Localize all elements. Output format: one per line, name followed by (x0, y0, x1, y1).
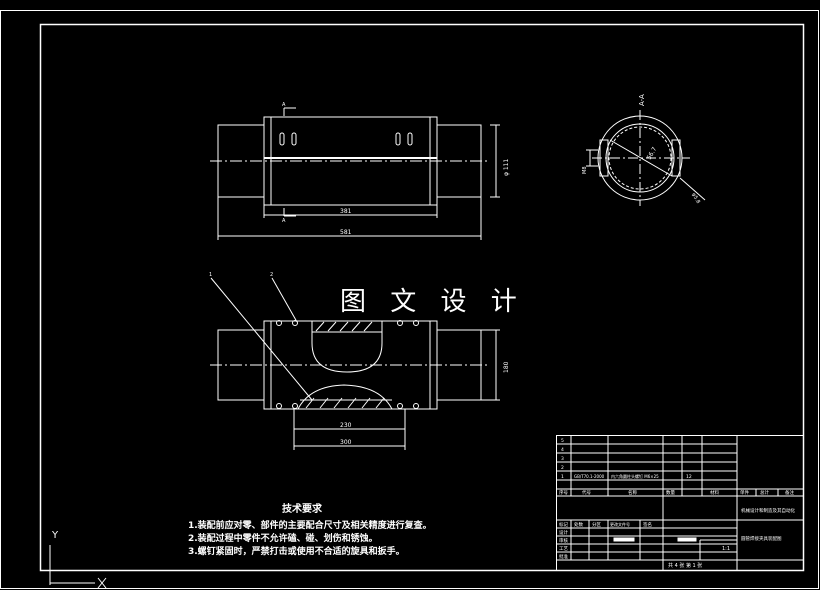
dim-180: 180 (503, 361, 510, 373)
outer-border (0, 10, 819, 589)
part-1-label: 1 (209, 272, 212, 278)
ucs-y-label: Y (51, 530, 59, 541)
tech-req-item: 1.装配前应对零、部件的主要配合尺寸及相关精度进行复查。 (188, 521, 432, 531)
row-no-1: 1 (561, 474, 564, 480)
ucs-icon (49, 545, 107, 589)
dim-radius: 56.7 (646, 146, 659, 161)
dim-m8: M8 (582, 167, 588, 175)
sign-sign: 签名 (643, 521, 652, 528)
part-2-label: 2 (270, 272, 273, 278)
approve-row: 批准 (559, 553, 568, 560)
sign-mark: 标记 (559, 521, 568, 528)
drawing-title: 圆管焊接夹具装配图 (741, 535, 782, 542)
dim-230: 230 (340, 422, 352, 429)
sheet-info: 共 4 张 第 1 张 (668, 562, 702, 569)
title-block-text: 5 4 3 2 1 GB/T70.1-2000 内六角圆柱头螺钉 M6×25 1… (559, 438, 795, 569)
row-no-4: 4 (561, 447, 564, 453)
scale: 1:1 (722, 546, 730, 552)
watermark: 图 文 设 计 (340, 287, 525, 317)
dim-300: 300 (340, 439, 352, 446)
section-a-bottom: A (282, 218, 286, 224)
row-name-1: 内六角圆柱头螺钉 M6×25 (611, 473, 659, 479)
view-label: A-A (638, 94, 646, 106)
dim-phi58: φ5.8 (690, 192, 701, 205)
project-title: 机械设计和制造及其自动化 (741, 507, 795, 514)
hdr-remark: 备注 (785, 489, 794, 496)
hdr-total: 总计 (760, 489, 769, 496)
tech-req-item: 2.装配过程中零件不允许磕、碰、划伤和锈蚀。 (188, 534, 378, 544)
inner-border (39, 23, 805, 572)
row-no-2: 2 (561, 465, 564, 471)
hdr-name: 名称 (628, 489, 637, 496)
hdr-material: 材料 (710, 489, 719, 496)
sign-file: 更改文件号 (610, 521, 630, 527)
section-a-top: A (282, 102, 286, 108)
row-code-1: GB/T70.1-2000 (574, 474, 605, 479)
title-block (556, 435, 804, 571)
sign-zone: 分区 (592, 521, 601, 528)
review-row: 审核 (559, 537, 568, 544)
tech-req-title: 技术要求 (282, 504, 322, 515)
section-view (210, 277, 500, 450)
hdr-qty: 数量 (666, 489, 675, 496)
circle-view (586, 110, 706, 206)
design-row: 设计 (559, 529, 568, 536)
sign-count: 处数 (574, 521, 583, 528)
dim-diameter: φ 111 (503, 159, 510, 177)
process-row: 工艺 (559, 546, 568, 552)
dim-581: 581 (340, 229, 352, 236)
hdr-no: 序号 (559, 489, 568, 496)
row-qty-1: 12 (686, 474, 692, 480)
tech-req-item: 3.螺钉紧固时，严禁打击或使用不合适的旋具和扳手。 (188, 547, 405, 557)
top-view (210, 107, 500, 240)
row-no-3: 3 (561, 456, 564, 462)
hdr-unit: 单件 (740, 489, 749, 496)
hdr-code: 代号 (582, 489, 591, 496)
row-no-5: 5 (561, 438, 564, 444)
dim-381: 381 (340, 208, 352, 215)
